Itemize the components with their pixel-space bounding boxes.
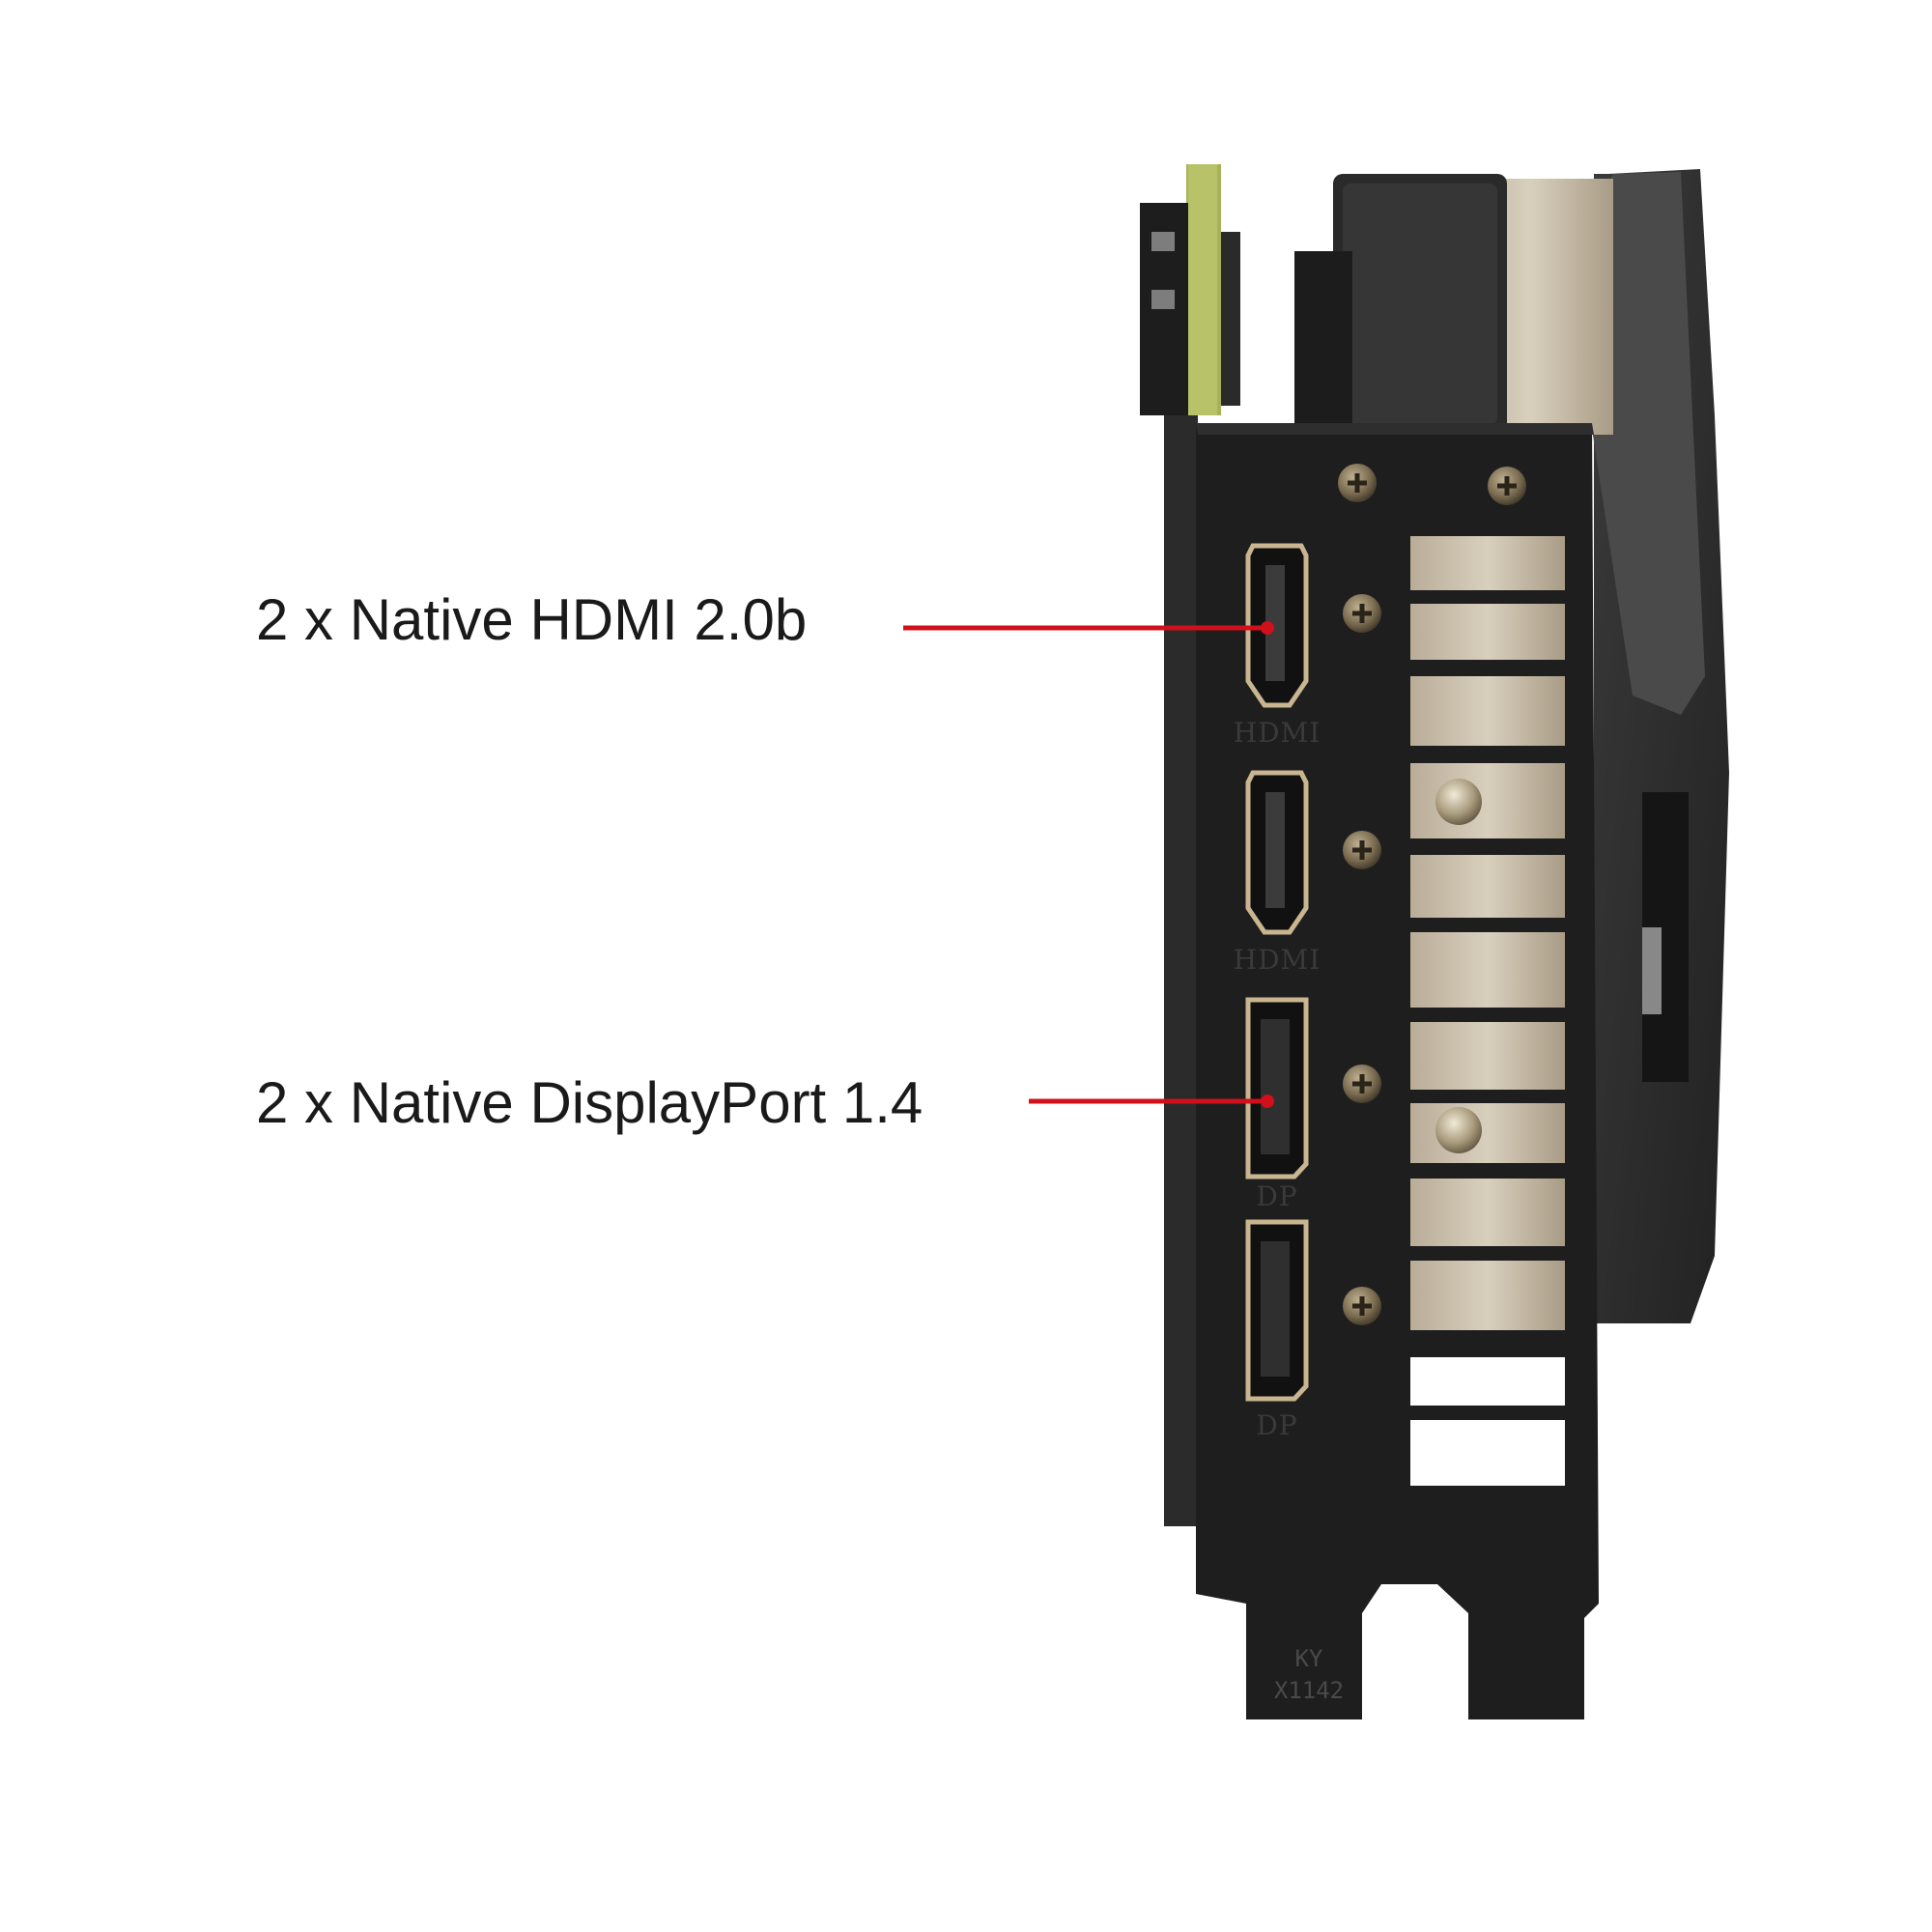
screw-icon [1343, 1287, 1381, 1325]
cooler-shroud [1565, 169, 1729, 1323]
screw-icon [1343, 594, 1381, 633]
standoff-stud [1435, 779, 1482, 825]
bracket-stamp-line1: KY [1295, 1645, 1323, 1672]
displayport-port-label: DP [1256, 1409, 1297, 1441]
hdmi-port [1245, 770, 1309, 935]
screw-icon [1488, 467, 1526, 505]
heatsink-top [1140, 164, 1613, 435]
displayport-port [1245, 1219, 1309, 1402]
hdmi-callout-label: 2 x Native HDMI 2.0b [256, 587, 808, 652]
bracket-vents [1410, 536, 1565, 1486]
hdmi-port-label: HDMI [1234, 717, 1321, 749]
displayport-port [1245, 997, 1309, 1179]
screw-icon [1343, 1065, 1381, 1103]
displayport-callout-label: 2 x Native DisplayPort 1.4 [256, 1070, 923, 1135]
hdmi-port-label: HDMI [1234, 944, 1321, 976]
displayport-callout-dot [1261, 1094, 1274, 1108]
hdmi-port [1245, 543, 1309, 708]
hdmi-callout-dot [1261, 621, 1274, 635]
bracket-side-rail [1164, 415, 1198, 1526]
standoff-stud [1435, 1107, 1482, 1153]
bracket-stamp-line2: X1142 [1274, 1677, 1344, 1704]
screw-icon [1338, 464, 1377, 502]
displayport-port-label: DP [1256, 1180, 1297, 1212]
screw-icon [1343, 831, 1381, 869]
